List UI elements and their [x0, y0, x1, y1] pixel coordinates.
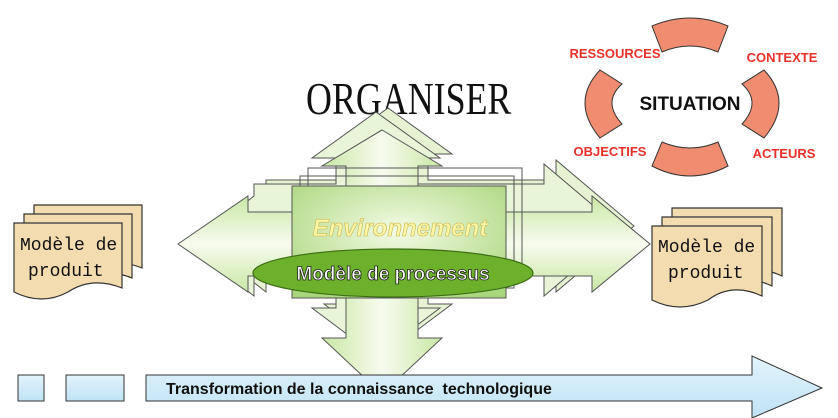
environment-label: Environnement: [313, 215, 489, 242]
ring-arc-bottom: [651, 141, 729, 177]
four-way-arrow: Environnement Modèle de processus: [177, 107, 651, 395]
process-ellipse: [252, 248, 534, 298]
transformation-arrow: [145, 355, 824, 418]
blue-square-1: [17, 374, 45, 402]
transformation-arrow-group: Transformation de la connaissance techno…: [17, 355, 824, 418]
acteurs-label: ACTEURS: [753, 146, 816, 161]
organiser-title: ORGANISER: [306, 73, 512, 124]
ring-arc-left: [584, 69, 623, 139]
left-doc-line2: produit: [28, 262, 104, 282]
ring-arc-top: [651, 17, 729, 53]
right-document: [651, 225, 763, 308]
left-document: [13, 222, 123, 300]
ring-arc-right: [741, 69, 780, 139]
situation-label: SITUATION: [640, 94, 741, 115]
objectifs-label: OBJECTIFS: [574, 144, 647, 159]
right-doc-line1: Modèle de: [658, 238, 755, 258]
left-document-stack: Modèle de produit: [13, 204, 143, 300]
process-label: Modèle de processus: [296, 264, 489, 285]
transformation-label: Transformation de la connaissance techno…: [166, 381, 552, 398]
ressources-label: RESSOURCES: [569, 46, 660, 61]
right-doc-line2: produit: [668, 264, 744, 284]
contexte-label: CONTEXTE: [747, 50, 818, 65]
blue-square-2: [65, 374, 125, 402]
right-document-stack: Modèle de produit: [651, 207, 783, 308]
situation-ring: SITUATION RESSOURCES CONTEXTE OBJECTIFS …: [569, 17, 818, 177]
left-doc-line1: Modèle de: [20, 236, 117, 256]
